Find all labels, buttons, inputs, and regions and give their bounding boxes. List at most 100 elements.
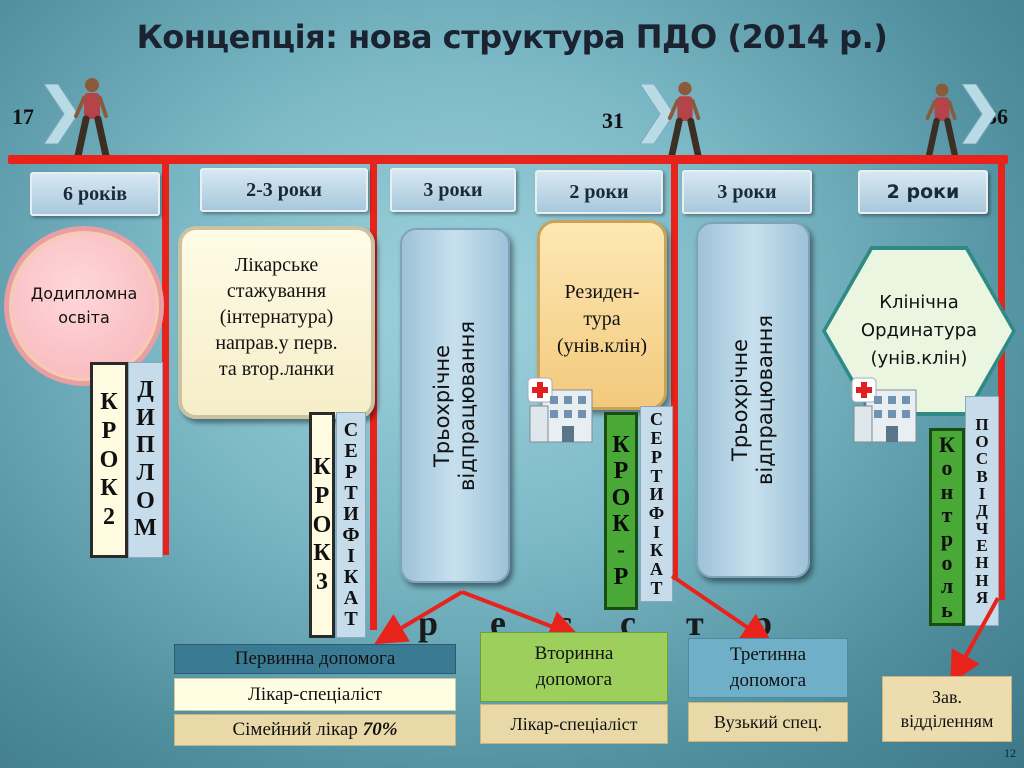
primary-specialist: Лікар-спеціаліст (174, 678, 456, 711)
column-letter: Н (975, 553, 989, 573)
column-letter: Л (136, 460, 155, 486)
walking-person-icon (667, 81, 702, 160)
internship-line: стажування (226, 280, 327, 302)
hospital-icon (527, 377, 593, 443)
column-letter: О (975, 432, 989, 452)
column-letter: П (975, 414, 989, 434)
column-letter: Р (613, 563, 629, 590)
column-letter: О (611, 484, 631, 511)
hospital-icon (851, 377, 917, 443)
column-letter: І (652, 521, 660, 542)
residency-line: Резиден- (564, 281, 640, 303)
predip-line: Додипломна (30, 284, 138, 303)
column-letter: Е (976, 535, 988, 555)
secondary-line: Вторинна (534, 643, 614, 665)
column-letter: 3 (316, 569, 328, 596)
residency-line: (унів.клін) (557, 335, 647, 357)
column-letter: Д (137, 377, 154, 404)
column-letter: н (940, 478, 954, 504)
tertiary-line: допомога (729, 670, 807, 691)
walking-person-icon (74, 78, 110, 160)
column-letter: К (313, 454, 331, 480)
column-letter: А (650, 559, 663, 580)
work-line: відпрацювання (455, 320, 479, 491)
timeline-divider (998, 160, 1005, 600)
column-letter: 2 (103, 504, 115, 531)
column-letter: І (978, 484, 986, 503)
age-start: 17 (12, 104, 34, 129)
column-letter: л (940, 573, 954, 599)
head-line: відділенням (900, 711, 994, 731)
column-letter: - (617, 537, 625, 564)
column-letter: Т (344, 608, 358, 630)
ordin-line: Ординатура (860, 320, 978, 342)
column-letter: К (649, 540, 664, 561)
predip-line: освіта (58, 308, 110, 327)
timeline-divider (671, 160, 678, 580)
column-letter: К (313, 540, 331, 567)
secondary-specialist: Лікар-спеціаліст (480, 704, 668, 744)
duration-label: 3 роки (682, 170, 812, 214)
column-letter: П (136, 432, 155, 459)
column-letter: Т (650, 577, 663, 598)
tertiary-care-header: Третинна допомога (688, 638, 848, 698)
column-letter: И (136, 404, 155, 431)
column-letter: В (976, 466, 988, 486)
chevron-right-icon (44, 84, 78, 144)
duration-label: 2 роки (535, 170, 663, 214)
internship-line: Лікарське (234, 254, 319, 276)
column-letter: К (612, 511, 630, 537)
column-letter: К (100, 475, 118, 502)
chevron-right-icon (640, 84, 674, 144)
chevron-right-icon (962, 84, 996, 144)
internship-box: Лікарське стажування (інтернатура) напра… (178, 226, 375, 419)
column-letter: И (649, 484, 664, 505)
column-letter: С (975, 449, 989, 469)
column-letter: Р (344, 461, 358, 483)
internship-line: та втор.ланки (218, 358, 335, 380)
family-doctor-pct: 70% (362, 719, 398, 740)
column-letter: о (941, 455, 953, 481)
column-letter: С (650, 409, 663, 430)
column-letter: К (939, 431, 955, 457)
column-letter: Ф (342, 524, 360, 546)
register-letter: р (418, 603, 439, 643)
column-letter: ь (941, 596, 953, 622)
column-letter: Ф (648, 503, 665, 523)
internship-line: (інтернатура) (219, 306, 334, 328)
column-letter: А (343, 587, 359, 609)
tertiary-line: Третинна (729, 644, 807, 666)
column-letter: Е (650, 428, 663, 449)
head-line: Зав. (931, 686, 962, 707)
column-letter: Н (975, 570, 989, 590)
ordin-line: Клінічна (879, 292, 959, 314)
column-letter: М (134, 515, 157, 542)
column-letter: І (347, 545, 355, 567)
family-doctor-label: Сімейний лікар (232, 719, 358, 740)
duration-label: 6 років (30, 172, 160, 216)
residency-box: Резиден- тура (унів.клін) (537, 220, 667, 410)
column-letter: О (136, 487, 155, 514)
column-letter: Е (344, 440, 358, 462)
duration-label: 3 роки (390, 168, 516, 212)
age-mid: 31 (602, 108, 624, 133)
predip-circle: Додипломна освіта (4, 226, 164, 386)
column-letter: Т (344, 482, 358, 504)
column-letter: И (343, 503, 359, 525)
column-letter: Р (613, 458, 629, 485)
column-letter: Ч (975, 518, 989, 538)
column-letter: Р (651, 446, 662, 467)
walking-person-icon (925, 83, 958, 158)
timeline-line (8, 155, 1008, 164)
tertiary-specialist: Вузький спец. (688, 702, 848, 742)
column-letter: Т (650, 465, 663, 486)
residency-line: тура (583, 308, 621, 330)
ordin-line: (унів.клін) (870, 347, 968, 369)
